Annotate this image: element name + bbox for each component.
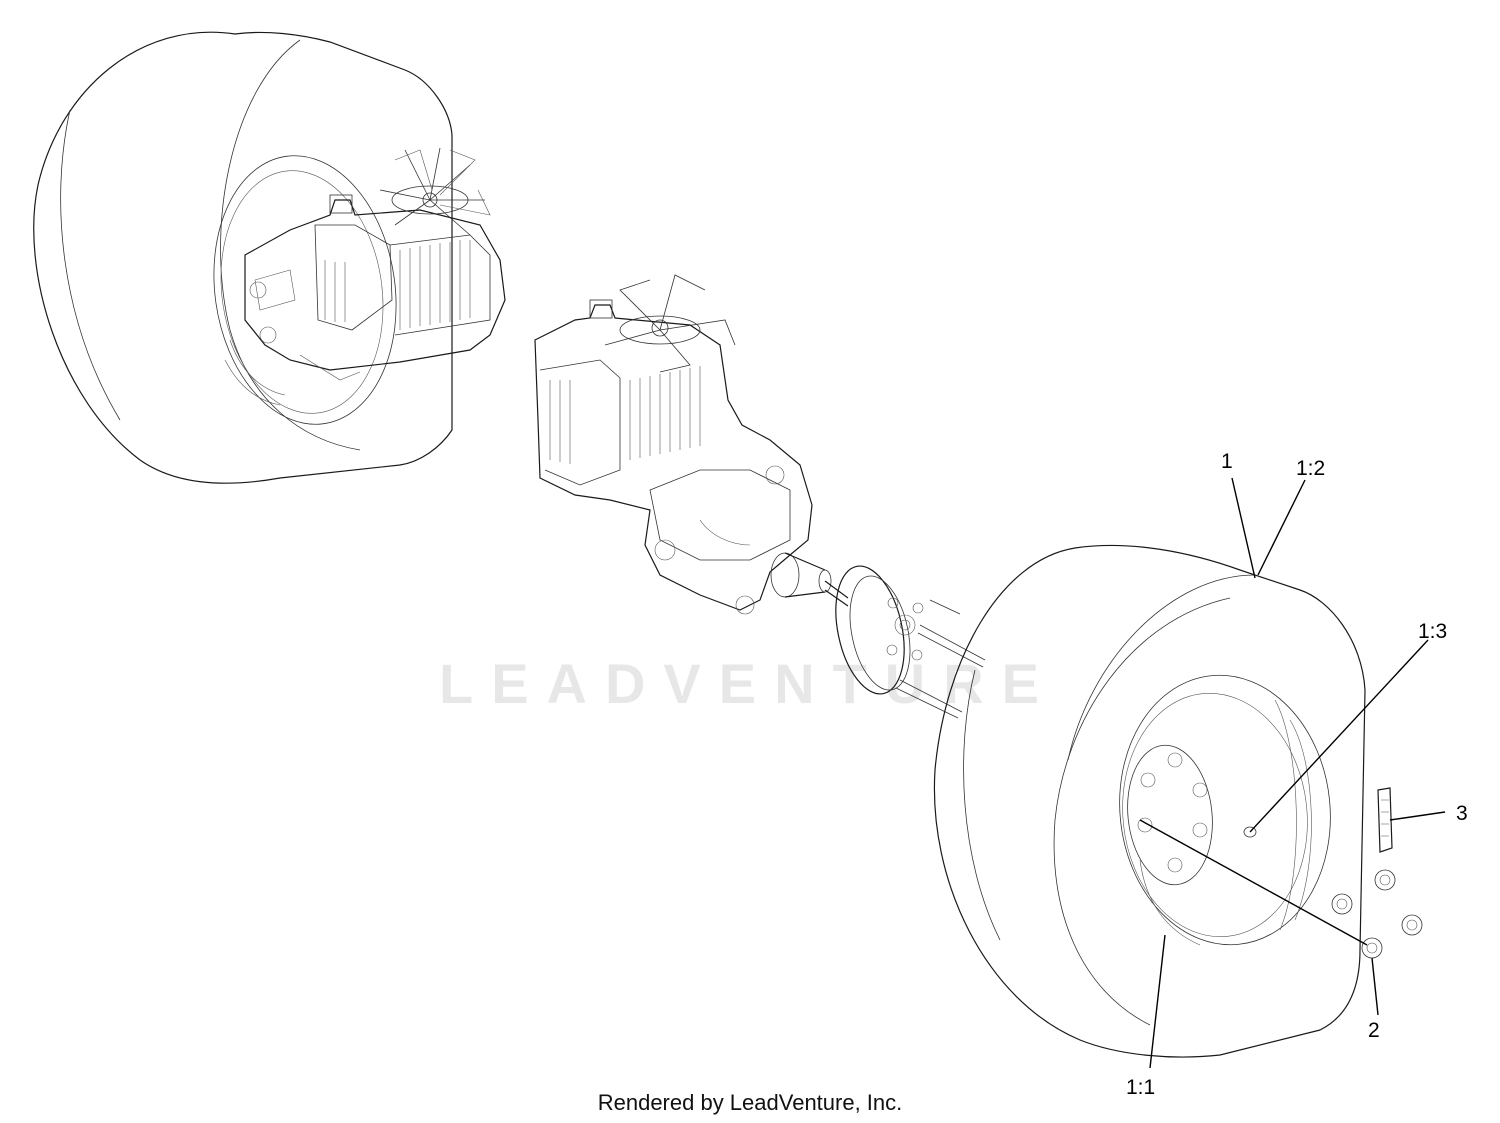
watermark-text: LEADVENTURE <box>439 652 1057 715</box>
leader-part-1-1-a <box>1139 819 1368 946</box>
leader-part-1-3 <box>1249 639 1429 833</box>
callout-part-1-2: 1:2 <box>1296 457 1325 480</box>
leader-part-1-1 <box>1149 934 1166 1069</box>
leader-part-1-2 <box>1257 479 1306 576</box>
left-wheel-assembly <box>33 31 453 484</box>
left-transmission <box>244 147 506 381</box>
callout-part-1-3: 1:3 <box>1418 620 1447 643</box>
callout-part-2: 2 <box>1368 1019 1380 1042</box>
lug-nuts <box>1331 869 1423 959</box>
callout-part-1-1: 1:1 <box>1126 1076 1155 1099</box>
decal-part-3 <box>1377 787 1393 853</box>
right-transmission <box>534 274 832 615</box>
footer-credit: Rendered by LeadVenture, Inc. <box>597 1090 903 1115</box>
callout-part-1: 1 <box>1221 450 1233 473</box>
leader-part-1 <box>1231 477 1256 579</box>
leader-part-2 <box>1371 957 1379 1016</box>
right-wheel-assembly <box>933 544 1366 1058</box>
callout-part-3: 3 <box>1456 802 1468 825</box>
leader-part-3 <box>1389 811 1446 821</box>
wheel-hub <box>824 565 986 719</box>
leader-lines <box>1139 477 1446 1069</box>
